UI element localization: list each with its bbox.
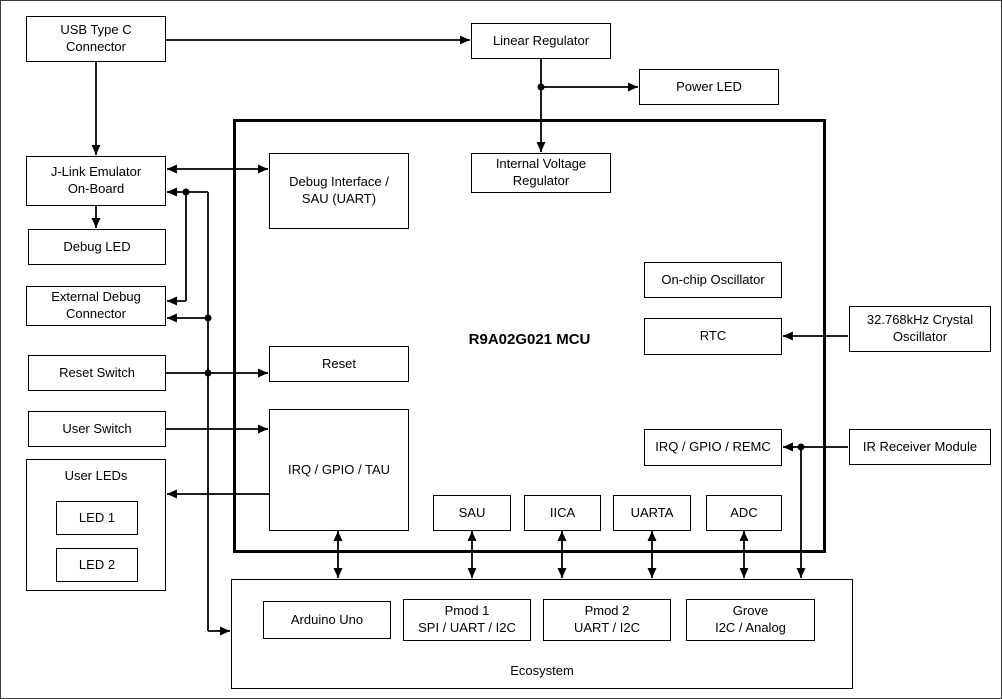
box-external-debug-connector: External Debug Connector bbox=[26, 286, 166, 326]
box-sau: SAU bbox=[433, 495, 511, 531]
box-arduino-uno: Arduino Uno bbox=[263, 601, 391, 639]
box-uarta: UARTA bbox=[613, 495, 691, 531]
box-grove: Grove I2C / Analog bbox=[686, 599, 815, 641]
box-rtc: RTC bbox=[644, 318, 782, 355]
box-usb-type-c-connector: USB Type C Connector bbox=[26, 16, 166, 62]
box-linear-regulator: Linear Regulator bbox=[471, 23, 611, 59]
box-jlink-emulator: J-Link Emulator On-Board bbox=[26, 156, 166, 206]
box-crystal-oscillator: 32.768kHz Crystal Oscillator bbox=[849, 306, 991, 352]
box-power-led: Power LED bbox=[639, 69, 779, 105]
box-debug-led: Debug LED bbox=[28, 229, 166, 265]
mcu-title: R9A02G021 MCU bbox=[468, 331, 591, 348]
box-irq-gpio-tau: IRQ / GPIO / TAU bbox=[269, 409, 409, 531]
box-reset-switch: Reset Switch bbox=[28, 355, 166, 391]
box-internal-voltage-regulator: Internal Voltage Regulator bbox=[471, 153, 611, 193]
box-ir-receiver-module: IR Receiver Module bbox=[849, 429, 991, 465]
box-user-switch: User Switch bbox=[28, 411, 166, 447]
box-iica: IICA bbox=[524, 495, 601, 531]
box-debug-interface: Debug Interface / SAU (UART) bbox=[269, 153, 409, 229]
box-pmod2: Pmod 2 UART / I2C bbox=[543, 599, 671, 641]
box-reset: Reset bbox=[269, 346, 409, 382]
ecosystem-group-label: Ecosystem bbox=[510, 663, 574, 678]
box-led1: LED 1 bbox=[56, 501, 138, 535]
junction-ext-debug bbox=[204, 314, 212, 322]
box-irq-gpio-remc: IRQ / GPIO / REMC bbox=[644, 429, 782, 466]
junction-debug-branch bbox=[182, 188, 190, 196]
junction-reset bbox=[204, 369, 212, 377]
box-led2: LED 2 bbox=[56, 548, 138, 582]
user-leds-group-label: User LEDs bbox=[64, 468, 128, 483]
box-pmod1: Pmod 1 SPI / UART / I2C bbox=[403, 599, 531, 641]
box-onchip-oscillator: On-chip Oscillator bbox=[644, 262, 782, 298]
box-adc: ADC bbox=[706, 495, 782, 531]
junction-power-led bbox=[537, 83, 545, 91]
